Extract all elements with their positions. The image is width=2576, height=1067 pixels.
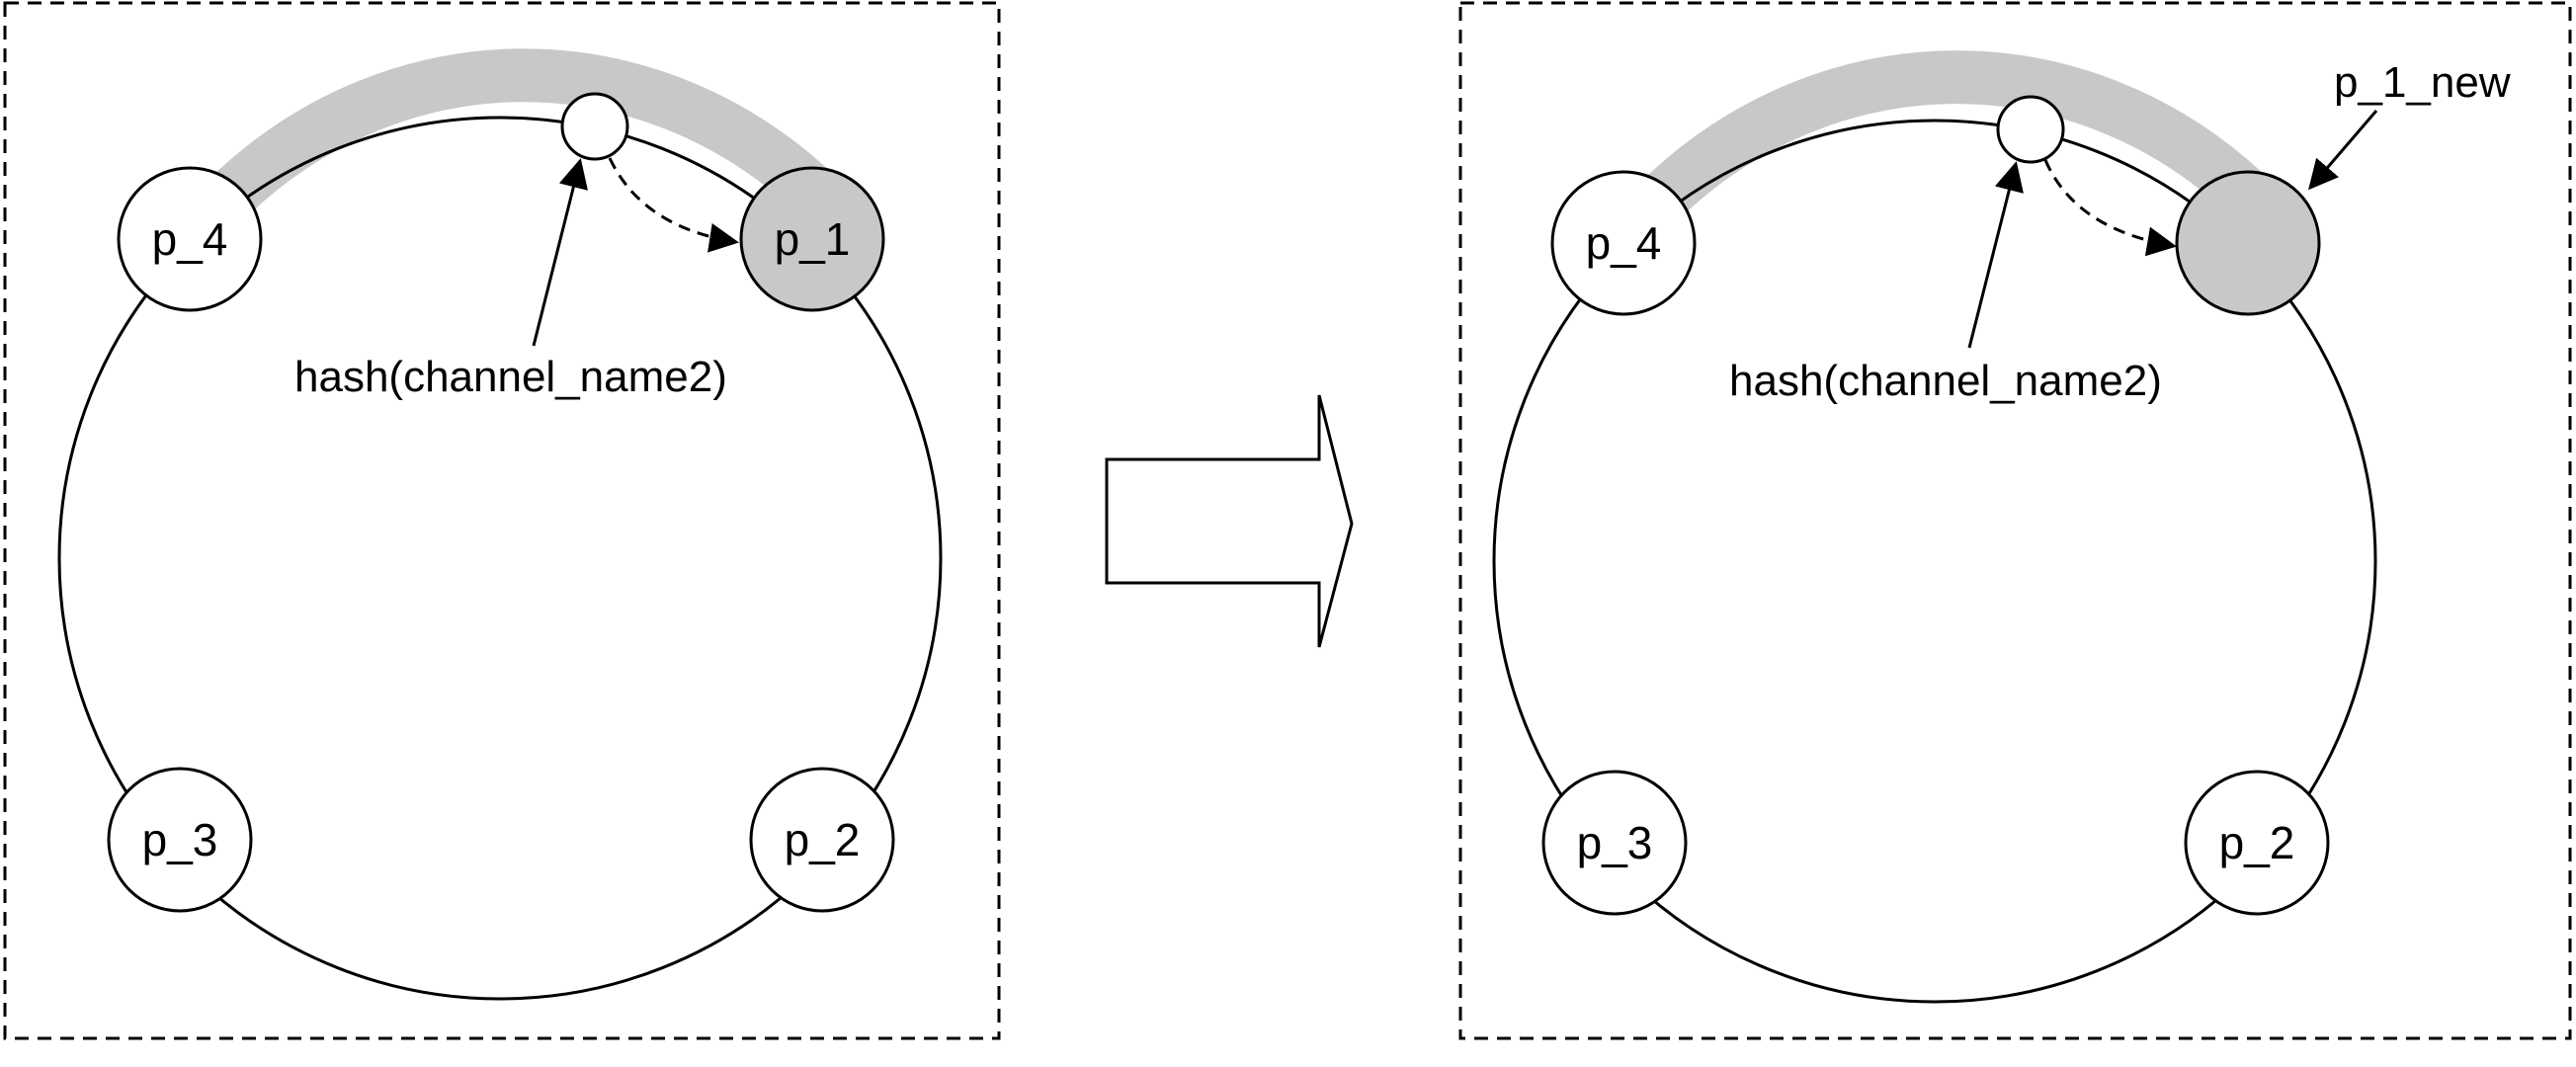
before-node-p4: p_4	[117, 166, 263, 312]
before-node-p1: p_1	[739, 166, 885, 312]
node-label: p_2	[2219, 817, 2295, 868]
before-node-p3: p_3	[107, 767, 253, 913]
new-node-pointer-line	[2308, 110, 2378, 191]
node-label: p_2	[785, 814, 861, 865]
after-dashed-arrow	[2043, 159, 2177, 257]
before-node-p2: p_2	[749, 767, 895, 913]
new-node-label: p_1_new	[2334, 58, 2511, 107]
before-hash-ring	[57, 116, 943, 1001]
node-label: p_3	[1577, 817, 1653, 868]
after-panel-frame	[1458, 1, 2572, 1040]
before-dashed-arrow	[608, 157, 739, 253]
after-hash-ring	[1492, 119, 2377, 1004]
before-hash-label: hash(channel_name2)	[294, 353, 727, 401]
after-node-p4: p_4	[1550, 170, 1697, 316]
node-label: p_3	[142, 814, 218, 865]
after-hash-point	[1996, 95, 2065, 164]
node-label: p_4	[1586, 217, 1662, 269]
after-hash-label: hash(channel_name2)	[1729, 357, 2162, 405]
after-node-p1-new	[2175, 170, 2321, 316]
after-panel: p_4 p_3 p_2 p_1_new hash(channel_name2)	[1458, 1, 2572, 1040]
node-label: p_4	[152, 213, 228, 265]
before-highlight-arc	[208, 48, 839, 218]
transition-arrow	[1105, 394, 1354, 648]
node-label: p_1	[775, 213, 851, 265]
before-hash-point	[560, 92, 629, 161]
after-node-p3: p_3	[1541, 770, 1688, 916]
after-pointer-line	[1967, 161, 2024, 349]
before-panel-frame	[3, 1, 1001, 1040]
after-node-p2: p_2	[2184, 770, 2330, 916]
before-panel: p_4 p_1 p_3 p_2 hash(channel_name2)	[3, 1, 1001, 1040]
before-pointer-line	[532, 158, 588, 347]
after-highlight-arc	[1643, 50, 2270, 218]
